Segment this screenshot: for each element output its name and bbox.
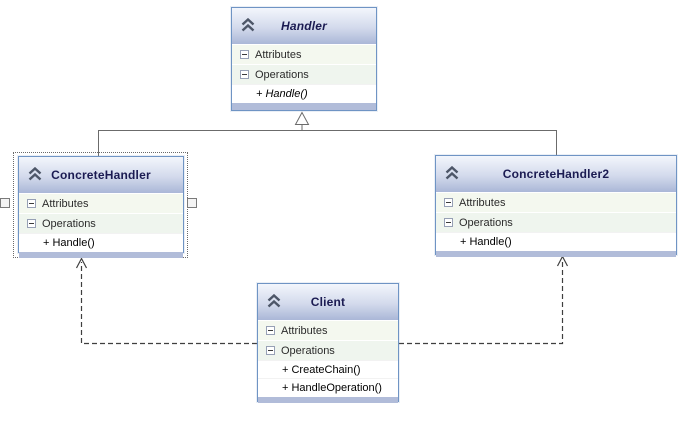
operation-member[interactable]: + CreateChain(): [258, 360, 398, 378]
attributes-label: Attributes: [281, 324, 328, 337]
minus-box-icon[interactable]: [240, 50, 249, 59]
class-header: ConcreteHandler: [19, 157, 183, 193]
class-title: Handler: [280, 19, 328, 33]
attributes-label: Attributes: [255, 48, 302, 61]
class-header: Client: [258, 284, 398, 320]
operations-label: Operations: [459, 216, 513, 229]
class-footer-band: [258, 396, 398, 403]
inheritance-triangle-icon: [294, 111, 310, 125]
class-footer-band: [436, 250, 676, 257]
attributes-section-row[interactable]: Attributes: [232, 44, 376, 64]
collapse-chevron-icon[interactable]: [266, 294, 282, 309]
operations-section-row[interactable]: Operations: [436, 212, 676, 232]
class-title: ConcreteHandler2: [502, 167, 610, 181]
class-client[interactable]: Client Attributes Operations + CreateCha…: [257, 283, 399, 403]
operations-label: Operations: [42, 217, 96, 230]
operations-section-row[interactable]: Operations: [19, 213, 183, 233]
resize-handle-left[interactable]: [0, 198, 10, 208]
class-title: Client: [310, 295, 346, 309]
class-title: ConcreteHandler: [51, 168, 151, 182]
operation-member[interactable]: + HandleOperation(): [258, 378, 398, 396]
minus-box-icon[interactable]: [266, 346, 275, 355]
minus-box-icon[interactable]: [266, 326, 275, 335]
operations-label: Operations: [255, 68, 309, 81]
operations-section-row[interactable]: Operations: [258, 340, 398, 360]
class-handler[interactable]: Handler Attributes Operations + Handle(): [231, 7, 377, 111]
class-footer-band: [19, 251, 183, 258]
class-header: Handler: [232, 8, 376, 44]
attributes-label: Attributes: [42, 197, 89, 210]
resize-handle-right[interactable]: [187, 198, 197, 208]
class-header: ConcreteHandler2: [436, 156, 676, 192]
dependency-arrowhead-icon: [75, 257, 88, 269]
operations-label: Operations: [281, 344, 335, 357]
class-concrete-handler[interactable]: ConcreteHandler Attributes Operations + …: [18, 156, 184, 258]
operation-member[interactable]: + Handle(): [19, 233, 183, 251]
operations-section-row[interactable]: Operations: [232, 64, 376, 84]
minus-box-icon[interactable]: [27, 219, 36, 228]
attributes-section-row[interactable]: Attributes: [436, 192, 676, 212]
attributes-section-row[interactable]: Attributes: [19, 193, 183, 213]
minus-box-icon[interactable]: [27, 199, 36, 208]
minus-box-icon[interactable]: [444, 198, 453, 207]
dependency-connector-right[interactable]: [399, 255, 569, 345]
operation-member[interactable]: + Handle(): [436, 232, 676, 250]
operation-member[interactable]: + Handle(): [232, 84, 376, 102]
collapse-chevron-icon[interactable]: [27, 167, 43, 182]
minus-box-icon[interactable]: [240, 70, 249, 79]
inheritance-connector[interactable]: [98, 111, 557, 157]
collapse-chevron-icon[interactable]: [240, 18, 256, 33]
minus-box-icon[interactable]: [444, 218, 453, 227]
attributes-label: Attributes: [459, 196, 506, 209]
dependency-connector-left[interactable]: [75, 257, 258, 345]
attributes-section-row[interactable]: Attributes: [258, 320, 398, 340]
collapse-chevron-icon[interactable]: [444, 166, 460, 181]
class-footer-band: [232, 102, 376, 110]
class-concrete-handler2[interactable]: ConcreteHandler2 Attributes Operations +…: [435, 155, 677, 257]
